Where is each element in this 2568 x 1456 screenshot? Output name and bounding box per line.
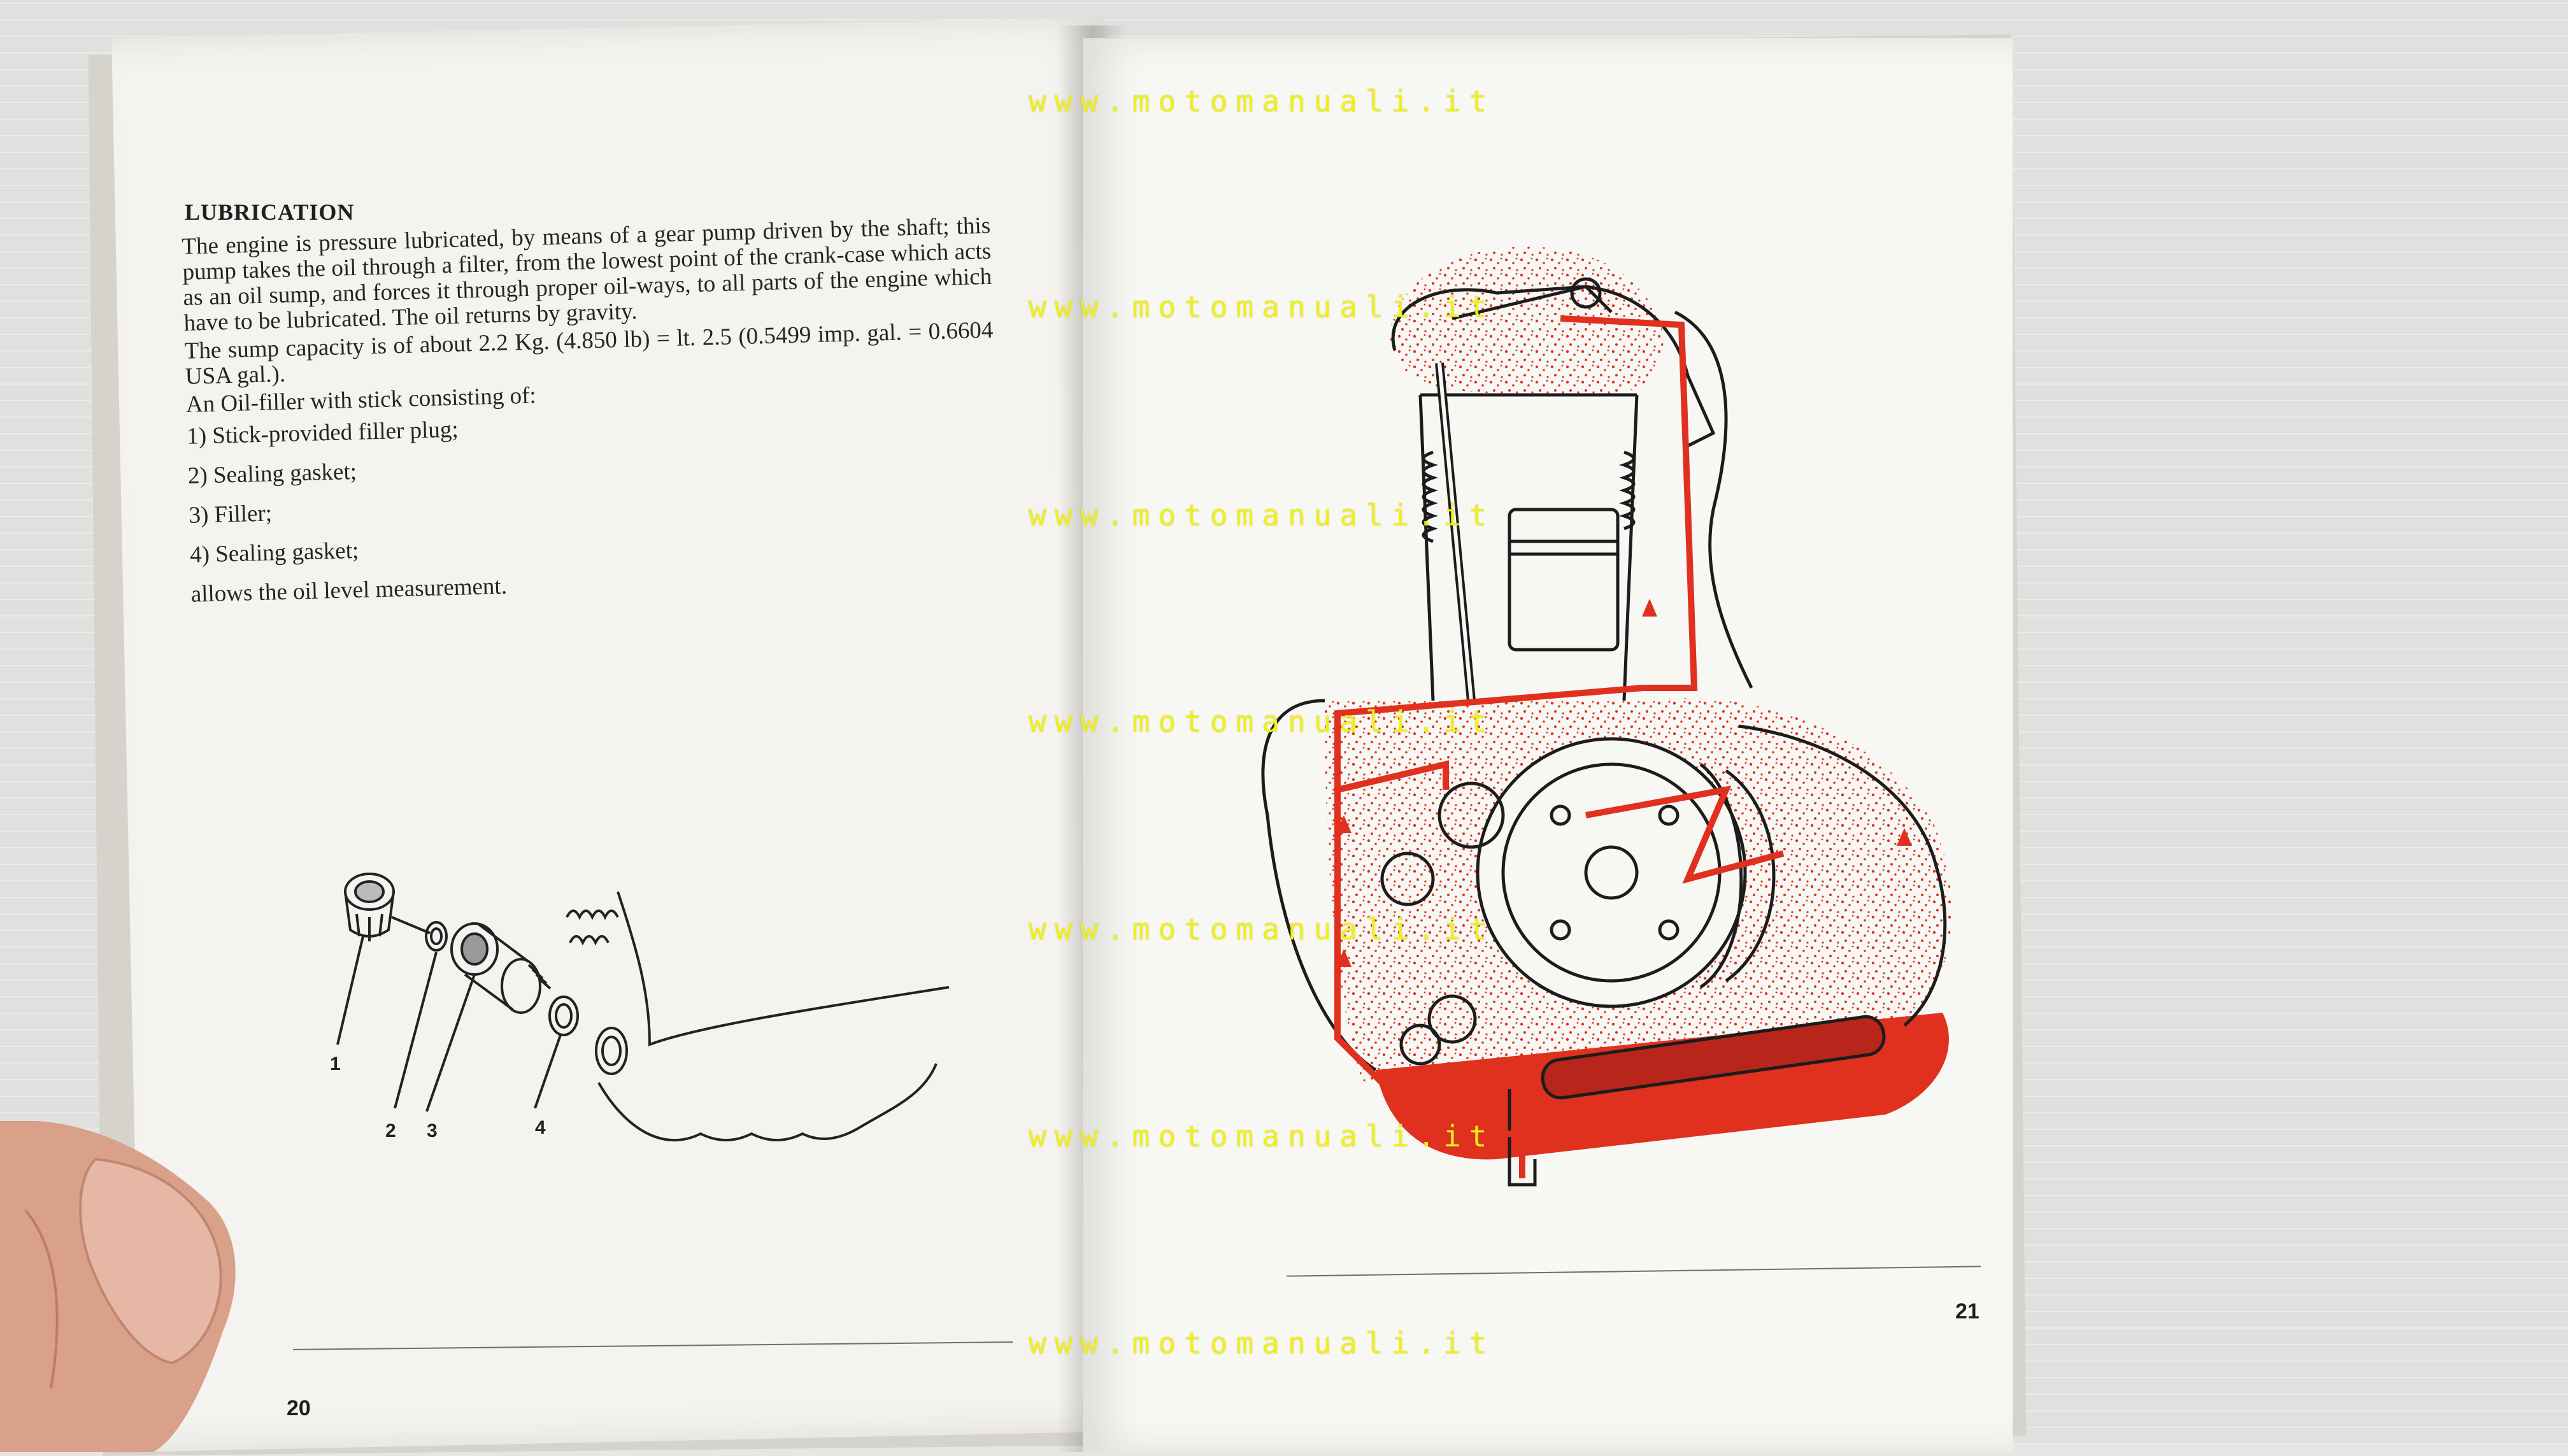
watermark-text: www.motomanuali.it bbox=[1029, 912, 1495, 946]
page-number-right: 21 bbox=[1955, 1299, 1979, 1324]
callout-3: 3 bbox=[427, 1120, 438, 1141]
engine-lubrication-diagram bbox=[1261, 246, 1952, 1187]
watermark-text: www.motomanuali.it bbox=[1029, 1119, 1495, 1153]
list-item: 4) Sealing gasket; bbox=[189, 537, 359, 568]
watermark-text: www.motomanuali.it bbox=[1029, 498, 1495, 532]
list-item: 3) Filler; bbox=[189, 500, 273, 529]
watermark-text: www.motomanuali.it bbox=[1029, 1326, 1495, 1360]
callout-1: 1 bbox=[330, 1053, 341, 1074]
lubrication-text: The engine is pressure lubricated, by me… bbox=[182, 213, 1000, 610]
thumb bbox=[0, 1121, 236, 1452]
watermark-text: www.motomanuali.it bbox=[1029, 84, 1495, 118]
page-number-left: 20 bbox=[287, 1396, 311, 1420]
paragraph-pump: The engine is pressure lubricated, by me… bbox=[181, 212, 992, 336]
watermark-text: www.motomanuali.it bbox=[1029, 704, 1495, 739]
oil-filler-illustration: 1 2 3 4 bbox=[330, 873, 950, 1141]
callout-2: 2 bbox=[385, 1120, 396, 1141]
watermark-text: www.motomanuali.it bbox=[1029, 290, 1495, 324]
callout-4: 4 bbox=[535, 1117, 546, 1138]
list-item: 2) Sealing gasket; bbox=[187, 458, 357, 489]
parts-list: 1) Stick-provided filler plug; 2) Sealin… bbox=[187, 403, 999, 568]
section-title: LUBRICATION bbox=[185, 199, 355, 225]
